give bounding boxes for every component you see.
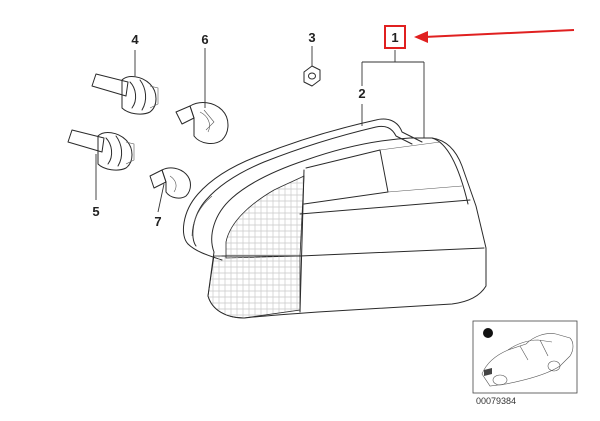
highlight-arrow: [414, 29, 575, 43]
vehicle-location-inset: [472, 320, 578, 394]
highlight-box: [384, 25, 406, 49]
callout-part-4: 4: [131, 32, 139, 47]
nut: [303, 65, 321, 87]
location-marker-dot: [483, 328, 493, 338]
bulb-holder-lower: [67, 129, 135, 171]
callout-part-7: 7: [154, 214, 161, 229]
bulb-holder-upper: [91, 73, 159, 115]
car-silhouette-icon: [481, 333, 574, 387]
bulb-large: [175, 102, 229, 144]
indicator-lens-lower: [207, 255, 301, 319]
callout-part-1: 1: [391, 30, 398, 45]
tail-light-housing: [207, 137, 487, 319]
callout-part-6: 6: [201, 32, 208, 47]
callout-part-3: 3: [308, 30, 315, 45]
callout-part-2: 2: [358, 86, 365, 101]
drawing-reference-number: 00079384: [476, 396, 516, 406]
indicator-lens: [225, 175, 305, 259]
leader-lines: [95, 46, 425, 213]
gasket-seal: [182, 118, 423, 261]
bulb-small: [149, 167, 191, 199]
callout-part-5: 5: [92, 204, 99, 219]
